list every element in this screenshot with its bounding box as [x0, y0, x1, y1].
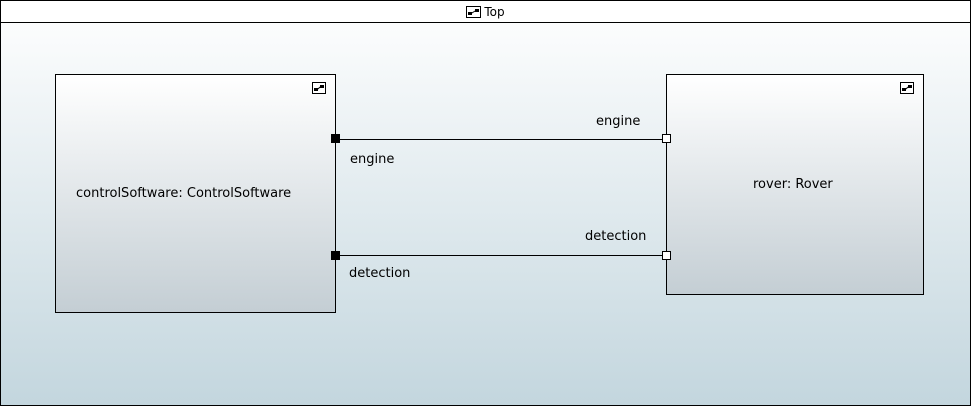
port-label-rover-detection: detection	[585, 229, 647, 244]
composite-structure-icon	[312, 82, 326, 94]
port-rover-engine[interactable]	[662, 134, 671, 143]
port-control-software-engine[interactable]	[331, 134, 340, 143]
port-control-software-detection[interactable]	[331, 251, 340, 260]
connector-detection[interactable]	[340, 255, 664, 256]
frame-title: Top	[484, 4, 505, 19]
frame-header: Top	[1, 1, 970, 23]
connector-engine[interactable]	[340, 139, 664, 140]
port-label-control-software-detection: detection	[349, 266, 411, 281]
port-rover-detection[interactable]	[662, 251, 671, 260]
part-label-control-software: controlSoftware: ControlSoftware	[76, 186, 292, 201]
composite-structure-icon	[466, 5, 482, 18]
port-label-rover-engine: engine	[596, 114, 641, 129]
part-rover[interactable]: rover: Rover	[666, 74, 924, 295]
part-label-rover: rover: Rover	[753, 177, 833, 192]
port-label-control-software-engine: engine	[350, 152, 395, 167]
composite-structure-icon	[900, 82, 914, 94]
part-control-software[interactable]: controlSoftware: ControlSoftware	[55, 74, 336, 313]
